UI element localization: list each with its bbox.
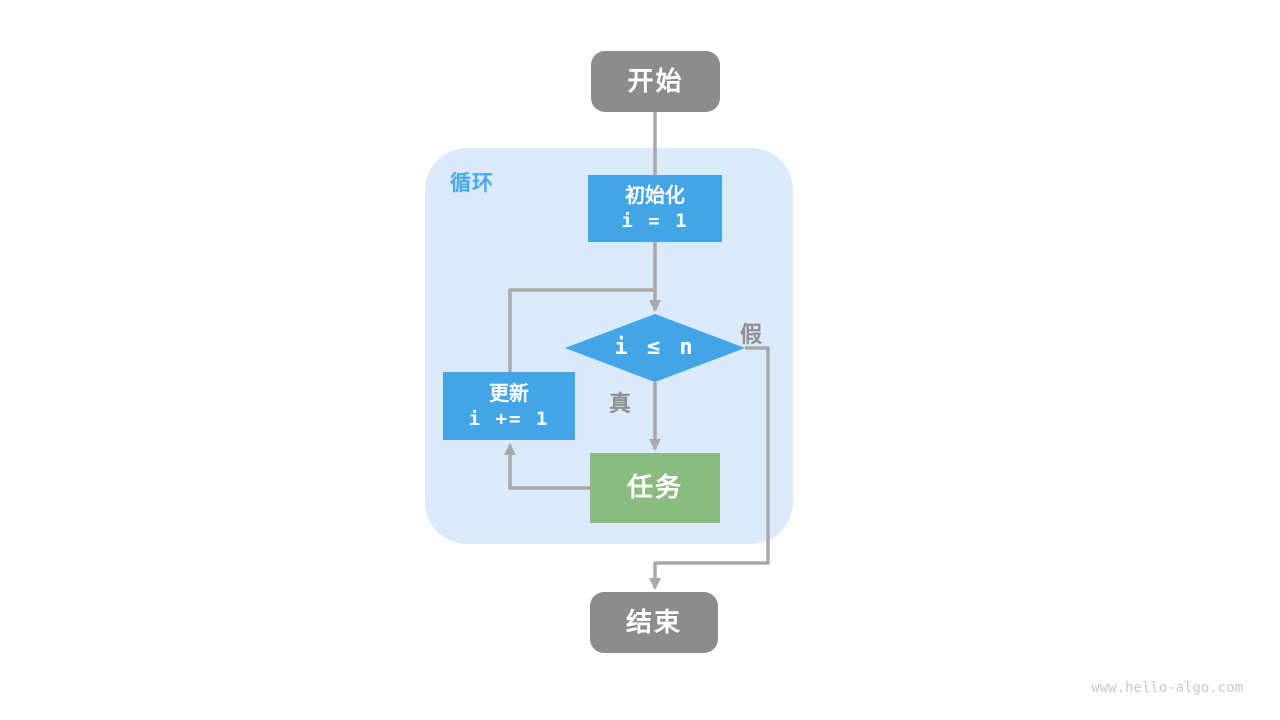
init-node-title: 初始化 [625, 185, 685, 208]
update-node-code: i += 1 [468, 407, 550, 430]
watermark-text: www.hello-algo.com [1091, 680, 1243, 696]
task-node: 任务 [590, 453, 720, 523]
update-node-title: 更新 [489, 382, 529, 405]
init-node-code: i = 1 [621, 210, 689, 233]
false-branch-label: 假 [740, 322, 763, 347]
start-node: 开始 [591, 51, 720, 112]
loop-label: 循环 [450, 172, 494, 195]
end-node: 结束 [590, 592, 718, 653]
true-branch-label: 真 [609, 391, 632, 416]
update-node: 更新 i += 1 [443, 372, 575, 440]
condition-label: i ≤ n [614, 334, 696, 360]
task-node-label: 任务 [626, 472, 683, 503]
init-node: 初始化 i = 1 [588, 175, 722, 242]
end-node-label: 结束 [625, 606, 682, 637]
start-node-label: 开始 [627, 65, 684, 96]
